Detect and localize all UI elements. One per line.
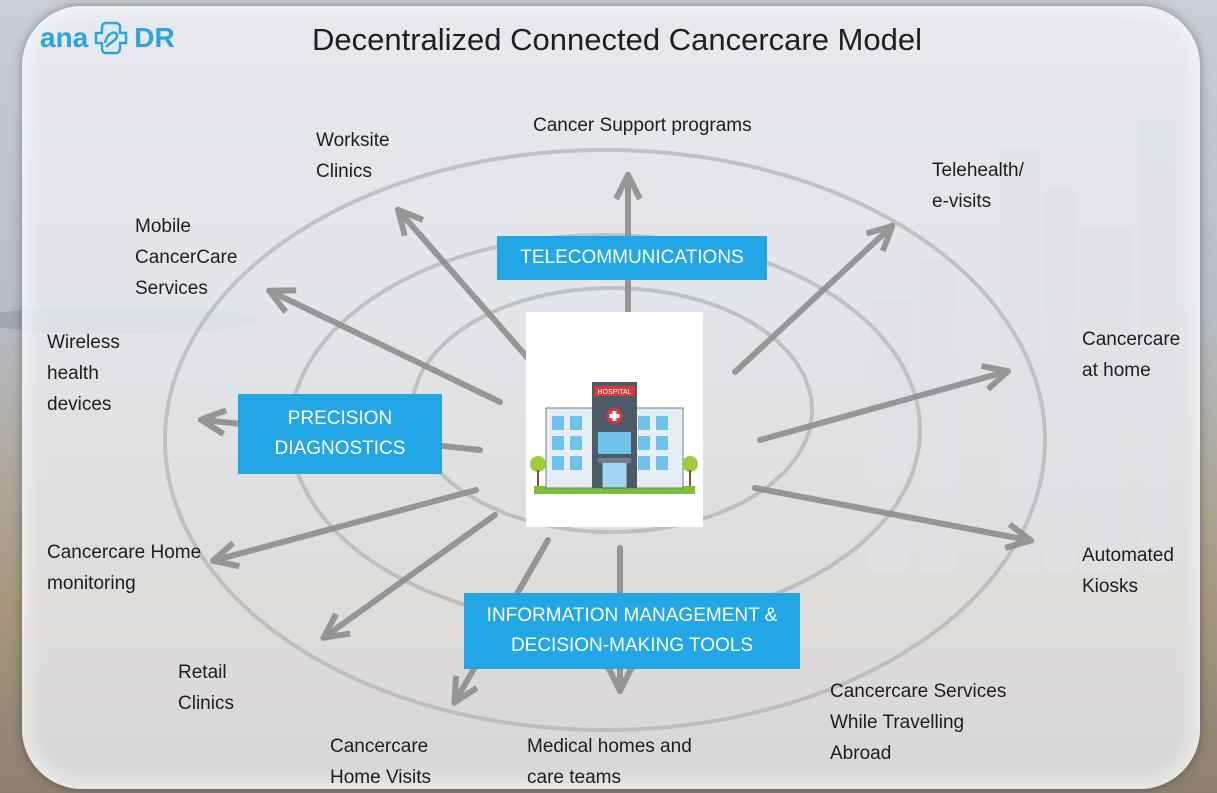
cross-logo-icon: [95, 21, 128, 55]
mobile-line1: Mobile: [135, 216, 191, 237]
node-wireless-devices: Wireless health devices: [47, 327, 120, 420]
wireless-line1: Wireless: [47, 332, 120, 353]
hospital-image: HOSPITAL: [526, 312, 703, 527]
arrow-homemon: [216, 487, 479, 560]
retail-line1: Retail: [178, 662, 227, 683]
travel-line3: Abroad: [830, 743, 892, 764]
mobile-line2: CancerCare: [135, 247, 238, 268]
travel-line1: Cancercare Services: [830, 681, 1007, 702]
athome-line1: Cancercare: [1082, 329, 1181, 350]
telecommunications-label: TELECOMMUNICATIONS: [520, 247, 744, 268]
node-medical-homes: Medical homes and care teams: [527, 731, 692, 793]
support-line1: Cancer Support programs: [533, 115, 752, 136]
logo-text-part1: ana: [40, 22, 89, 53]
outer-ellipse: [163, 148, 1047, 732]
node-cancer-support: Cancer Support programs: [533, 110, 752, 141]
node-cancercare-at-home: Cancercare at home: [1082, 324, 1180, 386]
telehealth-line2: e-visits: [932, 191, 992, 212]
node-home-monitoring: Cancercare Home monitoring: [47, 537, 201, 599]
hospital-building-icon: HOSPITAL: [530, 382, 698, 494]
worksite-line2: Clinics: [316, 161, 372, 182]
page-title: Decentralized Connected Cancercare Model: [312, 22, 922, 57]
brand-logo: ana DR: [40, 18, 175, 58]
node-travelling-abroad: Cancercare Services While Travelling Abr…: [830, 676, 1006, 769]
homevisits-line2: Home Visits: [330, 767, 432, 788]
arrow-worksite: [400, 212, 543, 375]
mobile-line3: Services: [135, 278, 208, 299]
telecommunications-box: TELECOMMUNICATIONS: [497, 236, 767, 280]
logo-text-part2: DR: [134, 22, 175, 53]
medhomes-line1: Medical homes and: [527, 736, 692, 757]
wireless-line3: devices: [47, 394, 112, 415]
athome-line2: at home: [1082, 360, 1151, 381]
node-retail-clinics: Retail Clinics: [178, 657, 234, 719]
arrow-telehealth: [732, 228, 890, 375]
homevisits-line1: Cancercare: [330, 736, 429, 757]
node-home-visits: Cancercare Home Visits: [330, 731, 431, 793]
kiosks-line1: Automated: [1082, 545, 1174, 566]
arrow-kiosks: [752, 485, 1028, 540]
node-telehealth: Telehealth/ e-visits: [932, 155, 1024, 217]
hospital-sign: HOSPITAL: [597, 389, 631, 396]
kiosks-line2: Kiosks: [1082, 576, 1138, 597]
wireless-line2: health: [47, 363, 99, 384]
node-automated-kiosks: Automated Kiosks: [1082, 540, 1174, 602]
arrow-athome: [757, 372, 1005, 443]
information-management-box: INFORMATION MANAGEMENT & DECISION-MAKING…: [464, 593, 800, 669]
retail-line2: Clinics: [178, 693, 234, 714]
info-line2: DECISION-MAKING TOOLS: [510, 635, 754, 656]
homemon-line1: Cancercare Home: [47, 542, 202, 563]
precision-diagnostics-box: PRECISION DIAGNOSTICS: [238, 394, 442, 474]
arrow-mobile: [272, 292, 503, 405]
precision-line1: PRECISION: [287, 408, 393, 429]
telehealth-line1: Telehealth/: [932, 160, 1024, 181]
precision-line2: DIAGNOSTICS: [274, 438, 406, 459]
info-line1: INFORMATION MANAGEMENT &: [486, 605, 778, 626]
worksite-line1: Worksite: [316, 130, 390, 151]
travel-line2: While Travelling: [830, 712, 965, 733]
homemon-line2: monitoring: [47, 573, 136, 594]
arrow-retail: [326, 512, 498, 636]
medhomes-line2: care teams: [527, 767, 621, 788]
node-mobile-cancercare: Mobile CancerCare Services: [135, 211, 237, 304]
node-worksite-clinics: Worksite Clinics: [316, 125, 390, 187]
